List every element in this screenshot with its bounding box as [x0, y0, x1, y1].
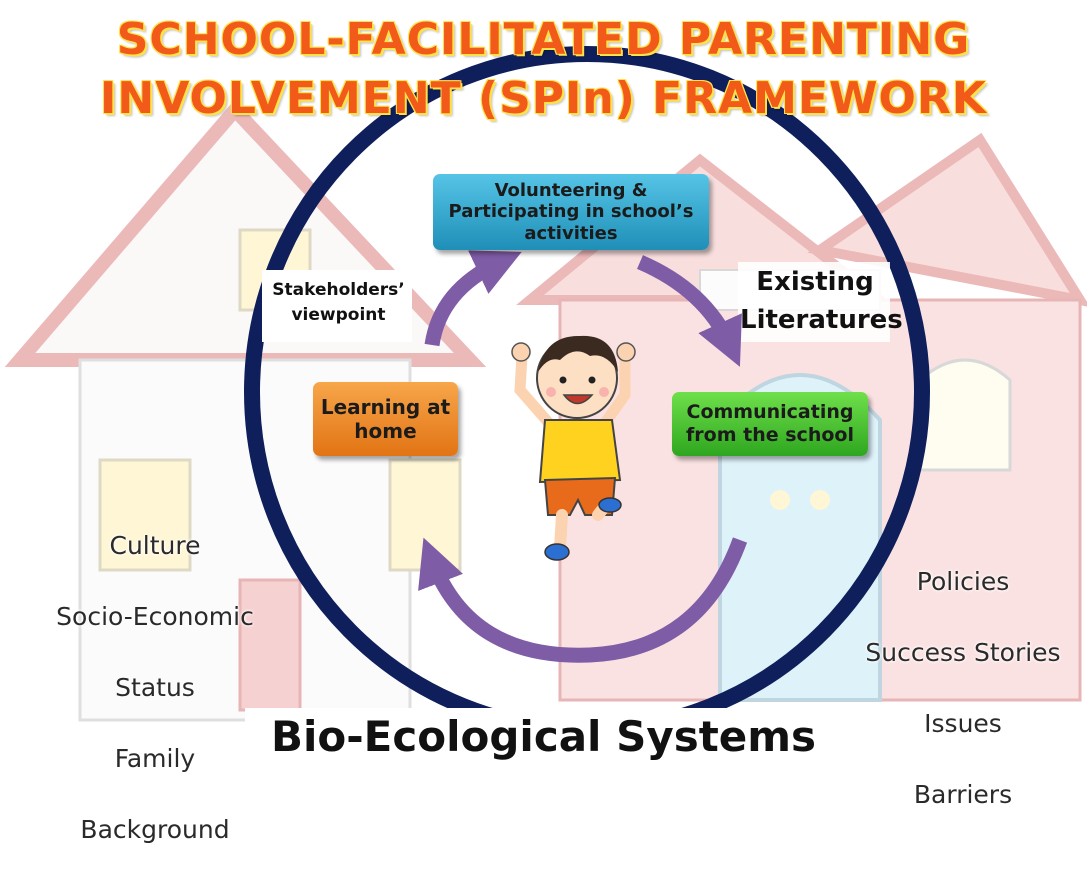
literatures-label-bg: [738, 262, 890, 342]
left-factors: Culture Socio-Economic Status Family Bac…: [30, 492, 280, 883]
stakeholders-viewpoint-label: Stakeholders’ viewpoint: [272, 280, 405, 325]
title-line-1: SCHOOL-FACILITATED PARENTING: [116, 14, 971, 65]
arrow-to-learning: [418, 537, 748, 663]
stakeholders-label-bg: [262, 270, 412, 342]
right-factor: Policies: [916, 566, 1010, 596]
right-factors: Policies Success Stories Issues Barriers: [848, 528, 1078, 848]
existing-literatures-label: Existing Literatures: [740, 267, 903, 335]
child-illustration: [511, 335, 636, 561]
arrow-to-volunteering: [424, 250, 522, 347]
left-factor: Status: [115, 672, 195, 702]
diagram-canvas: SCHOOL-FACILITATED PARENTING INVOLVEMENT…: [4, 14, 1087, 844]
right-factor: Success Stories: [865, 637, 1061, 667]
right-factor: Barriers: [913, 779, 1013, 809]
arrow-to-communicating: [636, 255, 742, 367]
cycle-arrows: [418, 250, 748, 663]
footer-title: Bio-Ecological Systems: [270, 712, 817, 761]
volunteering-node: Volunteering & Participating in school’s…: [433, 174, 709, 250]
footer-bg: [245, 708, 855, 764]
left-factor: Culture: [109, 530, 201, 560]
communicating-node: Communicating from the school: [672, 392, 868, 456]
left-factor: Background: [80, 814, 230, 844]
learning-at-home-node: Learning at home: [313, 382, 458, 456]
right-factor: Issues: [924, 708, 1002, 738]
title-line-2: INVOLVEMENT (SPIn) FRAMEWORK: [100, 73, 987, 124]
left-factor: Socio-Economic: [56, 601, 254, 631]
